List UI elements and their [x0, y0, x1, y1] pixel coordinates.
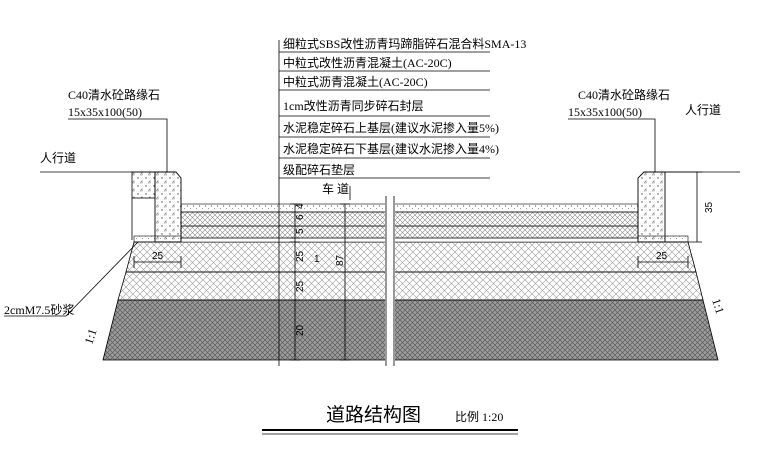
- break-gap: [385, 196, 395, 366]
- dimension-chain-layers: 4 6 5 25 25 20 1: [290, 203, 320, 361]
- dimension-curb-height: 35: [665, 171, 715, 243]
- dim-curb-height: 35: [704, 201, 715, 213]
- dim-base-upper: 25: [295, 250, 306, 262]
- slope-left-label: 1:1: [82, 327, 100, 346]
- layer-label-7: 级配碎石垫层: [283, 162, 355, 177]
- drawing-title: 道路结构图 比例 1:20: [262, 404, 518, 435]
- curb-right: [637, 171, 740, 243]
- curb-right-title: C40清水砼路缘石: [578, 87, 670, 102]
- dim-total: 87: [335, 254, 346, 266]
- layer-ac20-lower: [180, 225, 639, 239]
- title-text: 道路结构图: [326, 404, 421, 426]
- curb-label-left: C40清水砼路缘石 15x35x100(50) 人行道: [40, 87, 168, 172]
- curb-left: [40, 171, 182, 243]
- curb-label-right: C40清水砼路缘石 15x35x100(50) 人行道: [568, 87, 721, 172]
- sidewalk-left-label: 人行道: [40, 151, 76, 165]
- dim-base-lower: 25: [295, 280, 306, 292]
- dim-layer2: 6: [295, 214, 306, 220]
- layer-cushion: [102, 299, 719, 361]
- layer-label-5: 水泥稳定碎石上基层(建议水泥掺入量5%): [283, 120, 499, 135]
- layer-label-6: 水泥稳定碎石下基层(建议水泥掺入量4%): [283, 141, 499, 156]
- layer-label-4: 1cm改性沥青同步碎石封层: [283, 98, 424, 113]
- dimension-total: 87: [335, 203, 350, 361]
- layer-label-2: 中粒式改性沥青混凝土(AC-20C): [283, 55, 452, 70]
- layer-base-upper: [125, 241, 697, 273]
- dimension-offsets: 25 25: [133, 251, 689, 268]
- dim-offset-left: 25: [152, 251, 164, 262]
- layer-label-1: 细粒式SBS改性沥青玛蹄脂碎石混合料SMA-13: [283, 36, 526, 51]
- mortar-callout: 2cmM7.5砂浆: [4, 241, 139, 317]
- layer-base-lower: [117, 271, 704, 301]
- mortar-label: 2cmM7.5砂浆: [4, 302, 74, 317]
- sidewalk-block-left: [131, 171, 156, 199]
- dim-layer3: 5: [295, 228, 306, 234]
- scale-text: 比例 1:20: [455, 410, 503, 424]
- dim-surface: 4: [295, 203, 306, 209]
- layer-seal: [180, 237, 639, 243]
- roadway-label: 车 道: [322, 181, 349, 196]
- layer-ac20-modified: [180, 211, 639, 227]
- curb-left-title: C40清水砼路缘石: [68, 87, 160, 102]
- dim-offset-right: 25: [656, 251, 668, 262]
- curb-left-size: 15x35x100(50): [68, 105, 142, 119]
- break-line: [385, 196, 395, 366]
- layer-label-3: 中粒式沥青混凝土(AC-20C): [283, 74, 428, 89]
- layer-label-block: 细粒式SBS改性沥青玛蹄脂碎石混合料SMA-13 中粒式改性沥青混凝土(AC-2…: [278, 36, 526, 366]
- pavement-section: [102, 196, 719, 366]
- dim-cushion: 20: [295, 324, 306, 336]
- curb-right-size: 15x35x100(50): [568, 105, 642, 119]
- dim-seal: 1: [314, 254, 320, 265]
- sidewalk-right-label: 人行道: [685, 103, 721, 117]
- slope-right-label: 1:1: [709, 297, 727, 316]
- layer-sma-surface: [180, 203, 639, 213]
